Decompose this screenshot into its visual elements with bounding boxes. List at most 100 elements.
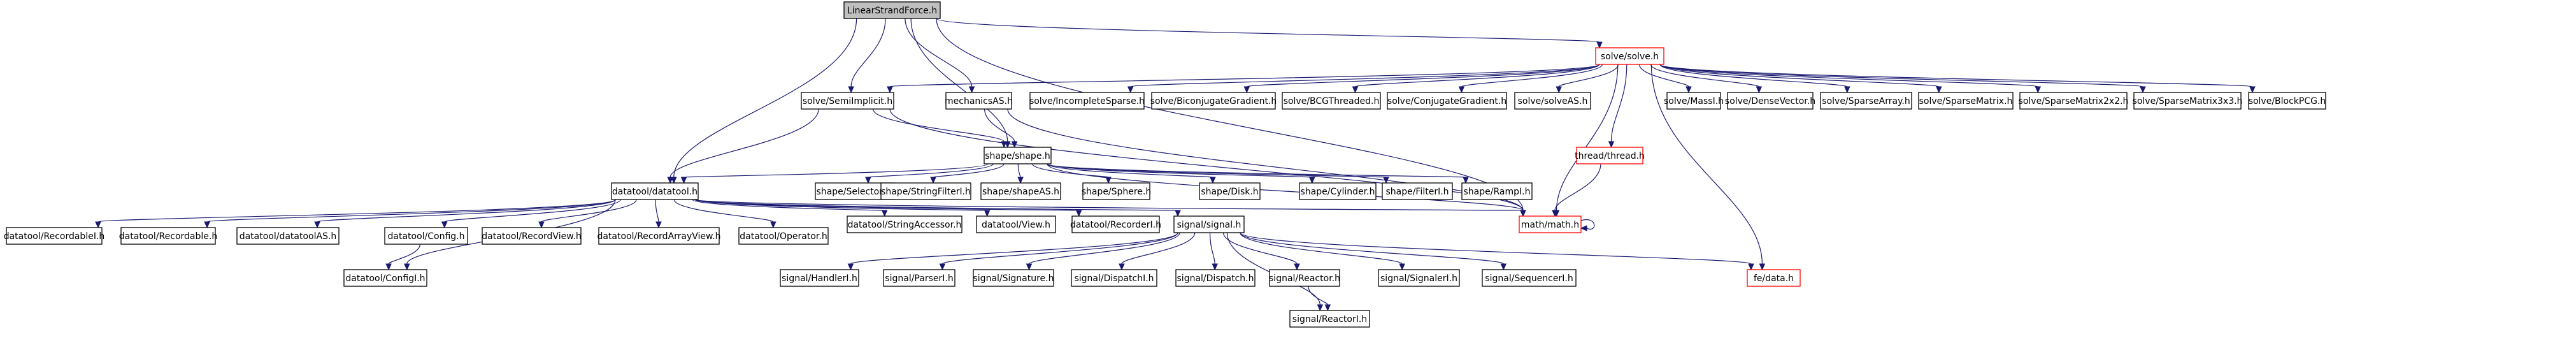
node-box: [1071, 215, 1160, 233]
edge-shape-to-rampi: [1047, 163, 1469, 184]
edge-solve-to-bcgth: [1352, 64, 1600, 94]
node-spmat[interactable]: solve/SparseMatrix.h: [1918, 92, 2014, 110]
node-datatool[interactable]: datatool/datatool.h: [611, 182, 699, 200]
node-box: [1514, 92, 1591, 110]
node-label: shape/FilterI.h: [1385, 187, 1449, 197]
node-disk[interactable]: shape/Disk.h: [1199, 182, 1261, 200]
node-bpcg[interactable]: solve/BlockPCG.h: [2248, 92, 2326, 110]
edge-line: [1047, 163, 1466, 178]
node-label: signal/HandlerI.h: [782, 273, 857, 284]
node-label: signal/ReactorI.h: [1292, 314, 1367, 324]
node-box: [1519, 215, 1582, 233]
node-bcgth[interactable]: solve/BCGThreaded.h: [1282, 92, 1381, 110]
node-solveAS[interactable]: solve/solveAS.h: [1514, 92, 1591, 110]
node-reactor[interactable]: signal/Reactor.h: [1269, 269, 1340, 287]
edge-line: [694, 199, 1178, 211]
node-label: shape/RampI.h: [1464, 187, 1531, 197]
node-cylinder[interactable]: shape/Cylinder.h: [1299, 182, 1377, 200]
node-recarrview[interactable]: datatool/RecordArrayView.h: [597, 227, 721, 245]
edge-signal-to-reactor: [1222, 232, 1300, 271]
arrowhead-icon: [1844, 86, 1850, 94]
edge-solve-to-bicg: [1243, 64, 1600, 94]
node-dtAS[interactable]: datatool/datatoolAS.h: [236, 227, 340, 245]
node-config[interactable]: datatool/Config.h: [384, 227, 468, 245]
arrowhead-icon: [887, 86, 893, 94]
node-solve[interactable]: solve/solve.h: [1595, 47, 1664, 65]
node-dispatch[interactable]: signal/Dispatch.h: [1175, 269, 1256, 287]
edges-layer: [95, 18, 2256, 312]
node-strfilter[interactable]: shape/StringFilterI.h: [880, 182, 971, 200]
node-incsparse[interactable]: solve/IncompleteSparse.h: [1029, 92, 1145, 110]
node-recorder[interactable]: datatool/RecorderI.h: [1070, 215, 1161, 233]
arrowhead-icon: [314, 221, 320, 229]
edge-line: [850, 18, 886, 87]
arrowhead-icon: [538, 221, 545, 229]
node-spmat2[interactable]: solve/SparseMatrix2x2.h: [2019, 92, 2129, 110]
node-reactorI[interactable]: signal/ReactorI.h: [1289, 310, 1370, 328]
node-cg[interactable]: solve/ConjugateGradient.h: [1387, 92, 1507, 110]
node-view[interactable]: datatool/View.h: [976, 215, 1056, 233]
edge-datatool-to-mathh: [694, 199, 1526, 217]
node-mathh[interactable]: math/math.h: [1519, 215, 1582, 233]
node-handler[interactable]: signal/HandlerI.h: [780, 269, 859, 287]
node-spmat3[interactable]: solve/SparseMatrix3x3.h: [2133, 92, 2243, 110]
node-box: [1461, 182, 1533, 200]
node-semi[interactable]: solve/SemiImplicit.h: [801, 92, 894, 110]
node-mechAS[interactable]: mechanicsAS.h: [945, 92, 1013, 110]
node-box: [1299, 182, 1377, 200]
edge-line: [317, 199, 616, 222]
node-box: [1269, 269, 1340, 287]
edge-line: [1047, 163, 1213, 178]
node-densevec[interactable]: solve/DenseVector.h: [1725, 92, 1815, 110]
edge-datatool-to-recview: [538, 199, 637, 229]
edge-line: [933, 163, 1005, 178]
edge-line: [1240, 232, 1403, 265]
edge-solve-to-cg: [1458, 64, 1603, 94]
node-signature[interactable]: signal/Signature.h: [973, 269, 1054, 287]
node-dispatchI[interactable]: signal/DispatchI.h: [1071, 269, 1157, 287]
node-rampi[interactable]: shape/RampI.h: [1461, 182, 1533, 200]
node-box: [1175, 269, 1256, 287]
node-shape[interactable]: shape/shape.h: [984, 147, 1052, 164]
node-label: solve/SparseMatrix2x2.h: [2019, 96, 2129, 106]
node-signaler[interactable]: signal/SignalerI.h: [1378, 269, 1460, 287]
edge-line: [1558, 64, 1619, 87]
node-configI[interactable]: datatool/ConfigI.h: [343, 269, 427, 287]
node-sphere[interactable]: shape/Sphere.h: [1082, 182, 1152, 200]
node-label: signal/Reactor.h: [1269, 273, 1340, 284]
node-massl[interactable]: solve/MassI.h: [1664, 92, 1724, 110]
arrowhead-icon: [671, 177, 677, 184]
node-operator[interactable]: datatool/Operator.h: [738, 227, 829, 245]
node-box: [1029, 92, 1145, 110]
node-recview[interactable]: datatool/RecordView.h: [482, 227, 582, 245]
node-rec[interactable]: datatool/Recordable.h: [119, 227, 217, 245]
arrowhead-icon: [865, 177, 871, 184]
node-label: datatool/StringAccessor.h: [848, 220, 962, 230]
node-label: shape/SelectorI.h: [817, 187, 894, 197]
edge-signal-to-parser: [939, 232, 1178, 271]
edge-line: [941, 232, 1178, 265]
edge-root-to-datatool: [671, 18, 857, 184]
node-bicg[interactable]: solve/BiconjugateGradient.h: [1150, 92, 1277, 110]
node-box: [1378, 269, 1460, 287]
edge-line: [1028, 232, 1180, 265]
node-sequencer[interactable]: signal/SequencerI.h: [1482, 269, 1577, 287]
edge-solve-to-densevec: [1650, 64, 1763, 94]
node-straccess[interactable]: datatool/StringAccessor.h: [847, 215, 962, 233]
arrowhead-icon: [1596, 41, 1603, 49]
node-thread[interactable]: thread/thread.h: [1575, 147, 1645, 164]
node-shapeAS[interactable]: shape/shapeAS.h: [980, 182, 1061, 200]
node-parser[interactable]: signal/ParserI.h: [883, 269, 955, 287]
nodes-layer: LinearStrandForce.hsolve/solve.hsolve/Se…: [4, 1, 2326, 328]
node-box: [1382, 182, 1453, 200]
node-sparr[interactable]: solve/SparseArray.h: [1820, 92, 1912, 110]
node-filter[interactable]: shape/FilterI.h: [1382, 182, 1453, 200]
edge-line: [1556, 64, 1619, 211]
edge-line: [1047, 163, 1313, 178]
node-signal[interactable]: signal/signal.h: [1173, 215, 1245, 233]
node-recI[interactable]: datatool/RecordableI.h: [4, 227, 105, 245]
node-fedata[interactable]: fe/data.h: [1747, 269, 1801, 287]
node-box: [1199, 182, 1261, 200]
edge-mechAS-to-shape: [984, 108, 1018, 149]
edge-line: [889, 64, 1600, 87]
